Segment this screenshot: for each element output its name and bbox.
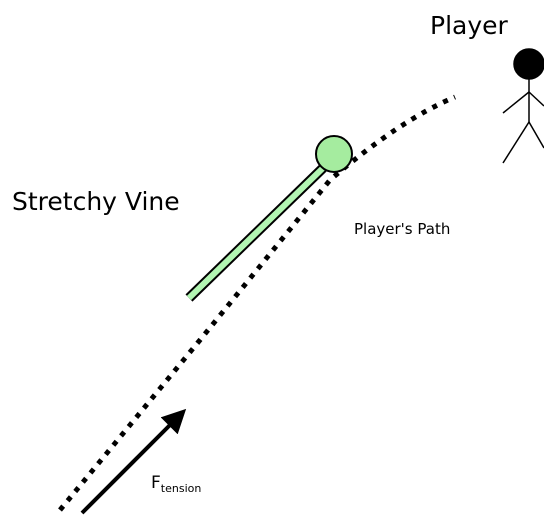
- path-label: Player's Path: [354, 220, 450, 238]
- force-label: Ftension: [151, 473, 201, 495]
- player-label: Player: [430, 11, 509, 40]
- stretchy-vine: [185, 135, 353, 302]
- arrow-icon: [80, 408, 187, 515]
- vine-label: Stretchy Vine: [12, 187, 180, 216]
- player-path-line: [58, 94, 456, 512]
- force-symbol: F: [151, 473, 161, 493]
- vine-anchor-knob: [315, 135, 353, 173]
- force-subscript: tension: [161, 482, 202, 495]
- stick-figure-icon: [502, 48, 544, 164]
